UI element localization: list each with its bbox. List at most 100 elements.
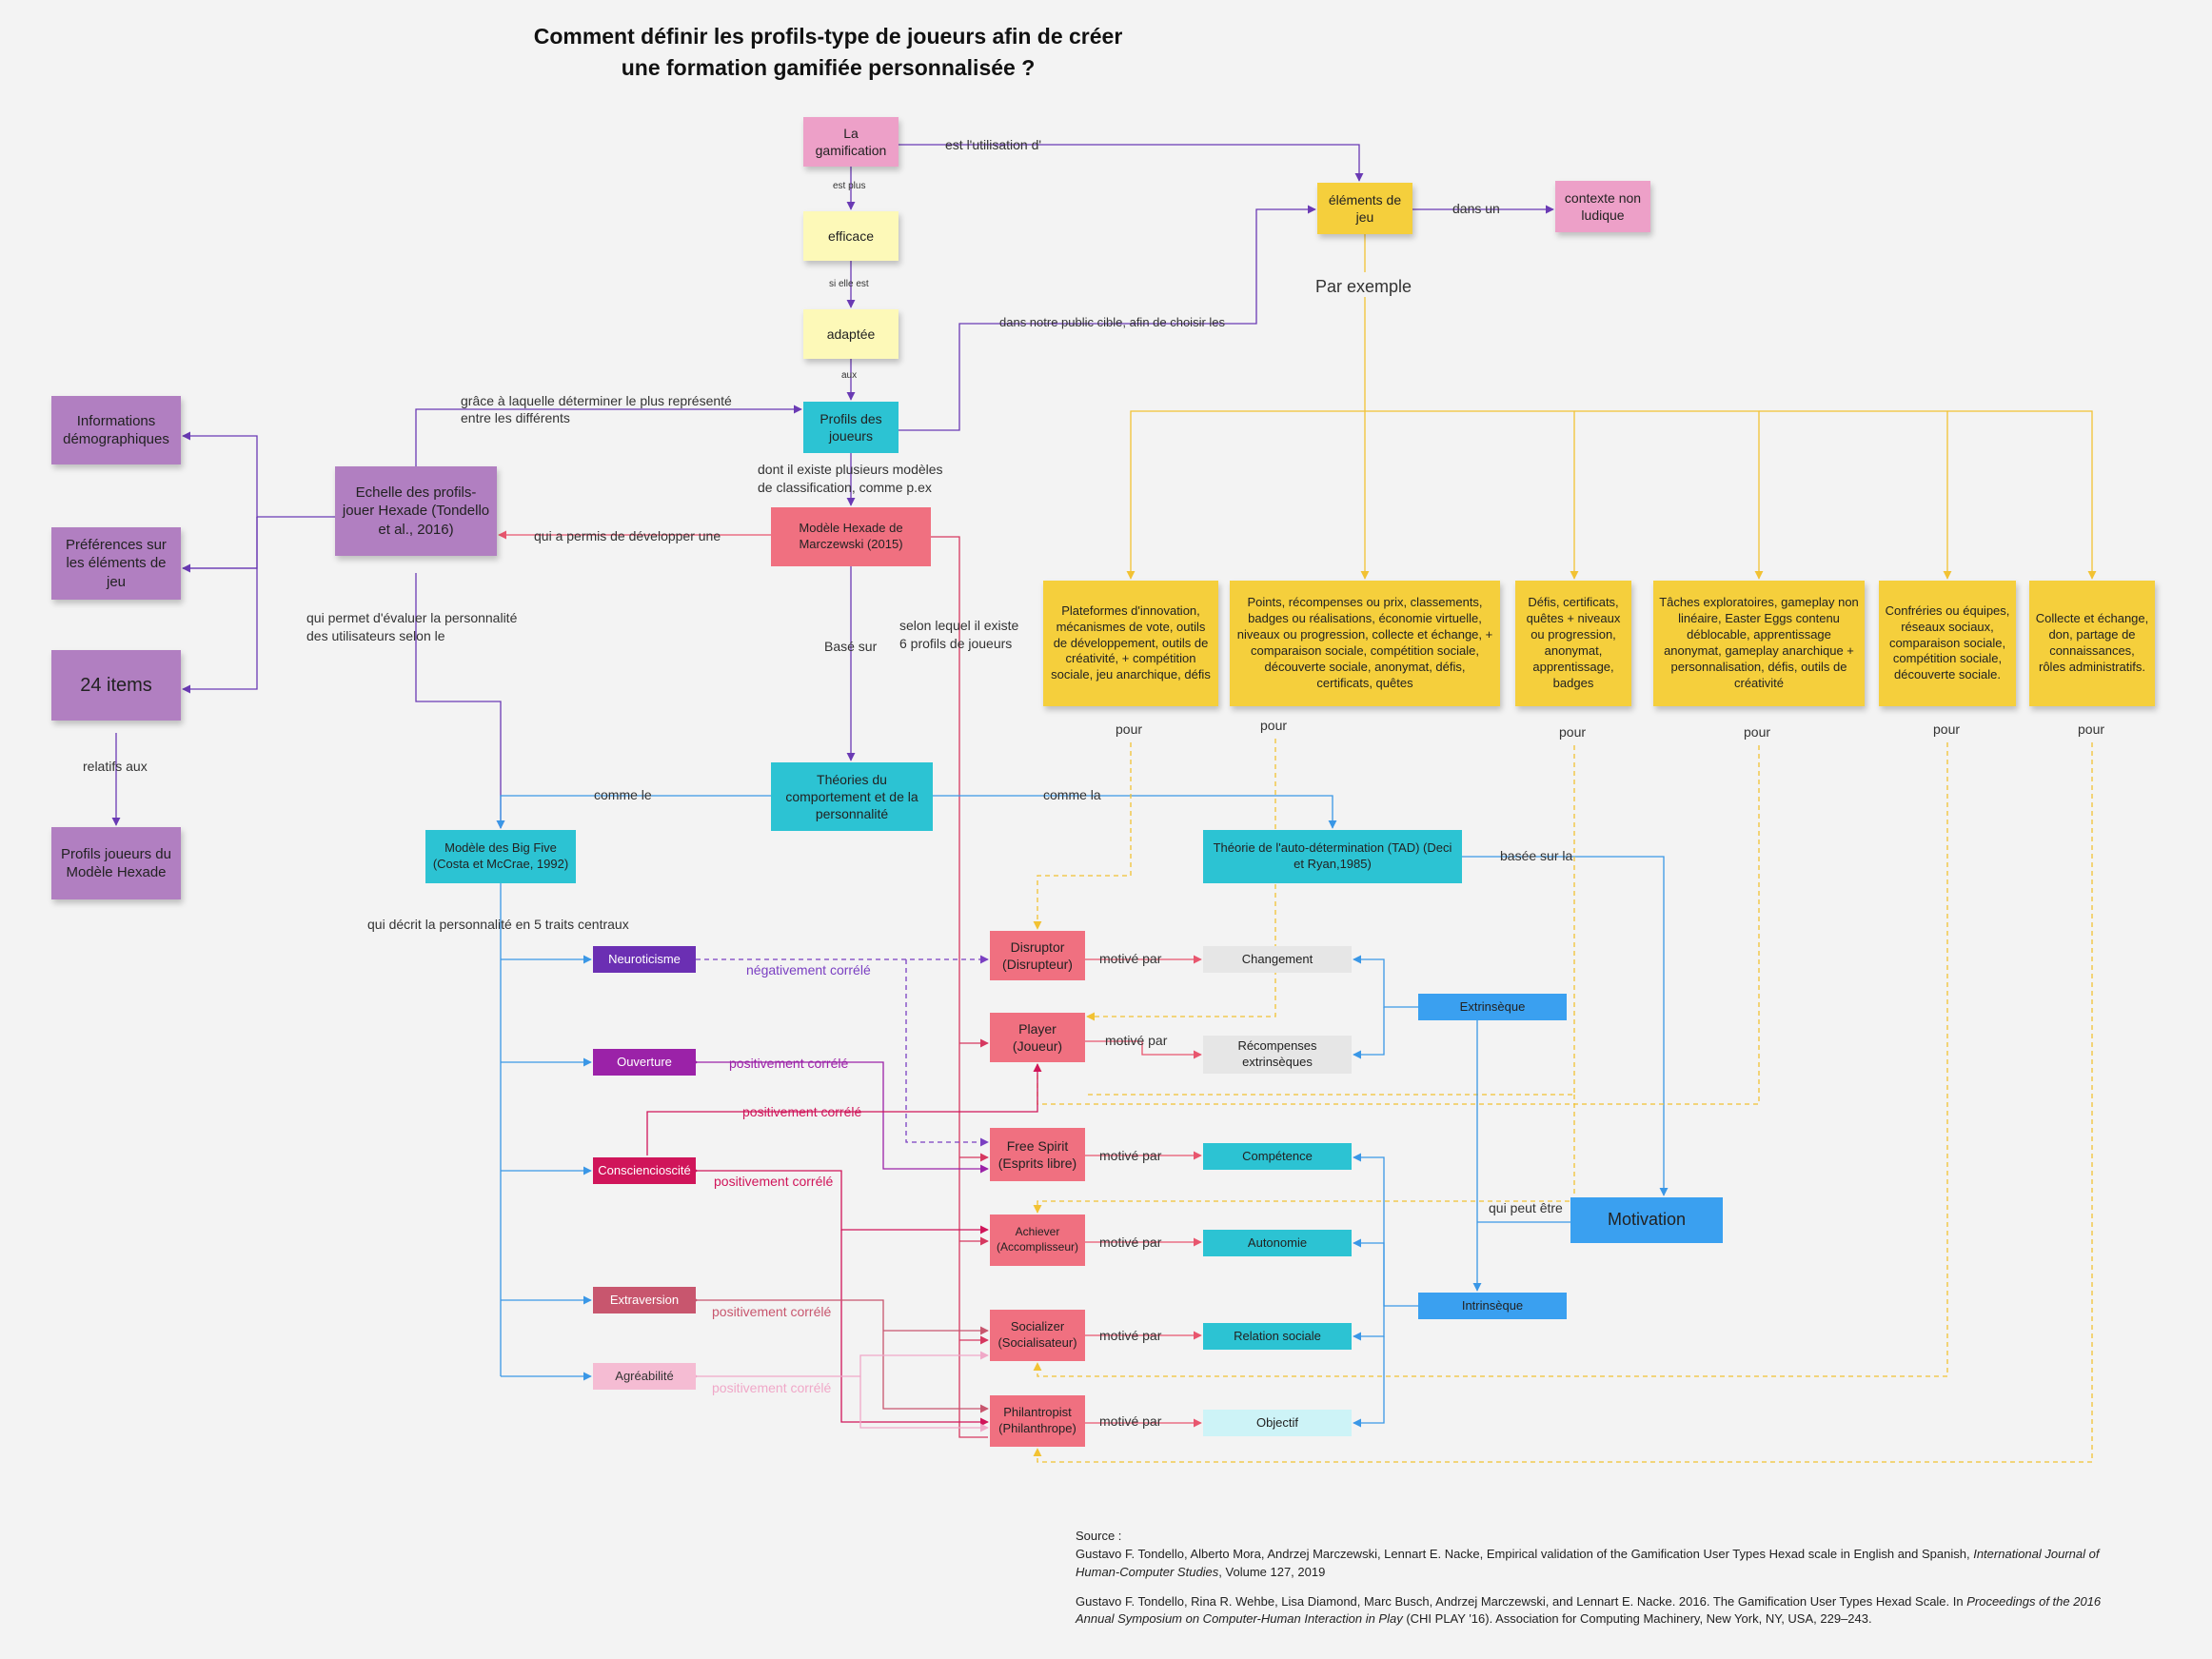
connector-38 — [1033, 742, 2093, 1463]
label-pos-correle-consc: positivement corrélé — [714, 1174, 834, 1189]
connector-41 — [905, 959, 989, 1147]
connector-45 — [840, 1230, 989, 1427]
node-conscienciosite[interactable]: Consciencioscité — [593, 1157, 696, 1184]
title-line-2: une formation gamifiée personnalisée ? — [621, 55, 1036, 81]
label-qui-peut: qui peut être — [1489, 1200, 1563, 1215]
title-line-1: Comment définir les profils-type de joue… — [533, 24, 1123, 49]
label-neg-correle: négativement corrélé — [746, 962, 871, 978]
node-hexade[interactable]: Modèle Hexade de Marczewski (2015) — [771, 507, 931, 566]
node-autonomie[interactable]: Autonomie — [1203, 1230, 1352, 1256]
node-socializer[interactable]: Socializer (Socialisateur) — [990, 1310, 1085, 1361]
connector-18 — [933, 795, 1337, 829]
connector-16 — [931, 536, 988, 1438]
label-est-plus: est plus — [833, 181, 866, 191]
node-example-6[interactable]: Collecte et échange, don, partage de con… — [2029, 581, 2155, 706]
node-motivation[interactable]: Motivation — [1570, 1197, 1723, 1243]
node-relation[interactable]: Relation sociale — [1203, 1323, 1352, 1350]
source-ref-2-tail: (CHI PLAY '16). Association for Computin… — [1402, 1611, 1872, 1627]
source-ref-1-journal: International Journal of Human-Computer … — [1076, 1546, 2100, 1579]
node-profils-joueurs[interactable]: Profils des joueurs — [803, 402, 899, 453]
label-qui-decrit: qui décrit la personnalité en 5 traits c… — [367, 917, 629, 932]
label-comme-le: comme le — [594, 787, 652, 802]
node-philanthropist[interactable]: Philantropist (Philanthrope) — [990, 1395, 1085, 1447]
label-pos-correle-ouverture: positivement corrélé — [729, 1056, 849, 1071]
label-qui-evaluer-1: qui permet d'évaluer la personnalité — [306, 610, 518, 625]
label-basee-sur: basée sur la — [1500, 848, 1573, 863]
node-example-1[interactable]: Plateformes d'innovation, mécanismes de … — [1043, 581, 1218, 706]
node-extraversion[interactable]: Extraversion — [593, 1287, 696, 1313]
node-recompenses[interactable]: Récompenses extrinsèques — [1203, 1036, 1352, 1074]
connector-30 — [1574, 410, 1764, 580]
connector-60 — [1353, 955, 1418, 1008]
node-adaptee[interactable]: adaptée — [803, 309, 899, 359]
connector-37 — [1033, 742, 1948, 1377]
label-qui-evaluer-2: des utilisateurs selon le — [306, 628, 445, 643]
label-pos-correle-player: positivement corrélé — [742, 1104, 862, 1119]
node-agreabilite[interactable]: Agréabilité — [593, 1363, 696, 1390]
source-ref-1: Gustavo F. Tondello, Alberto Mora, Andrz… — [1076, 1546, 2103, 1582]
label-pour-2: pour — [1260, 718, 1288, 733]
node-contexte[interactable]: contexte non ludique — [1555, 181, 1650, 232]
node-competence[interactable]: Compétence — [1203, 1143, 1352, 1170]
connector-48 — [689, 1351, 989, 1381]
node-example-2[interactable]: Points, récompenses ou prix, classements… — [1230, 581, 1500, 706]
label-base-sur: Basé sur — [824, 639, 878, 654]
node-tad[interactable]: Théorie de l'auto-détermination (TAD) (D… — [1203, 830, 1462, 883]
node-intrinseque[interactable]: Intrinsèque — [1418, 1293, 1567, 1319]
node-changement[interactable]: Changement — [1203, 946, 1352, 973]
node-example-3[interactable]: Défis, certificats, quêtes + niveaux ou … — [1515, 581, 1631, 706]
node-gamification[interactable]: La gamification — [803, 117, 899, 167]
node-efficace[interactable]: efficace — [803, 211, 899, 261]
label-motive-achiever: motivé par — [1099, 1234, 1162, 1250]
connector-19 — [1462, 856, 1669, 1196]
node-extrinseque[interactable]: Extrinsèque — [1418, 994, 1567, 1020]
node-objectif[interactable]: Objectif — [1203, 1410, 1352, 1436]
connector-34 — [1086, 739, 1276, 1021]
label-motive-disruptor: motivé par — [1099, 951, 1162, 966]
connector-61 — [1353, 1007, 1385, 1059]
connector-43 — [646, 1063, 1042, 1155]
node-example-5[interactable]: Confréries ou équipes, réseaux sociaux, … — [1879, 581, 2016, 706]
label-pos-correle-agre: positivement corrélé — [712, 1380, 832, 1395]
node-info-demo[interactable]: Informations démographiques — [51, 396, 181, 464]
label-motive-socializer: motivé par — [1099, 1328, 1162, 1343]
connector-12 — [182, 517, 258, 694]
node-profils-hexade[interactable]: Profils joueurs du Modèle Hexade — [51, 827, 181, 899]
label-qui-permis: qui a permis de développer une — [534, 528, 721, 543]
label-pour-4: pour — [1744, 724, 1771, 740]
node-disruptor[interactable]: Disruptor (Disrupteur) — [990, 931, 1085, 980]
label-dont-2: de classification, comme p.ex — [758, 480, 932, 495]
connector-49 — [859, 1376, 989, 1432]
node-preferences[interactable]: Préférences sur les éléments de jeu — [51, 527, 181, 600]
node-example-4[interactable]: Tâches exploratoires, gameplay non linéa… — [1653, 581, 1865, 706]
node-ouverture[interactable]: Ouverture — [593, 1049, 696, 1076]
connector-44 — [689, 1166, 989, 1234]
node-theories[interactable]: Théories du comportement et de la person… — [771, 762, 933, 831]
node-24-items[interactable]: 24 items — [51, 650, 181, 721]
connector-32 — [1947, 410, 2097, 580]
connector-14 — [415, 573, 505, 829]
source-ref-2-proceedings: Proceedings of the 2016 Annual Symposium… — [1076, 1593, 2102, 1627]
connector-64 — [1353, 1306, 1385, 1341]
label-si-elle-est: si elle est — [829, 279, 869, 289]
node-elements-jeu[interactable]: éléments de jeu — [1317, 183, 1412, 234]
label-par-exemple: Par exemple — [1315, 277, 1412, 296]
connector-8 — [415, 405, 802, 466]
connector-10 — [183, 517, 258, 569]
connector-65 — [1353, 1336, 1385, 1428]
node-bigfive[interactable]: Modèle des Big Five (Costa et McCrae, 19… — [425, 830, 576, 883]
connector-29 — [1365, 410, 1579, 580]
node-neuroticisme[interactable]: Neuroticisme — [593, 946, 696, 973]
node-achiever[interactable]: Achiever (Accomplisseur) — [990, 1215, 1085, 1266]
connector-9 — [182, 431, 335, 518]
node-echelle[interactable]: Echelle des profils-jouer Hexade (Tondel… — [335, 466, 497, 556]
connector-27 — [1126, 297, 1366, 580]
label-dans-public: dans notre public cible, afin de choisir… — [999, 315, 1226, 329]
label-relatifs: relatifs aux — [83, 759, 148, 774]
connector-33 — [1033, 742, 1132, 930]
label-motive-philanthropist: motivé par — [1099, 1413, 1162, 1429]
node-player[interactable]: Player (Joueur) — [990, 1013, 1085, 1062]
node-freespirit[interactable]: Free Spirit (Esprits libre) — [990, 1128, 1085, 1181]
label-comme-la: comme la — [1043, 787, 1101, 802]
